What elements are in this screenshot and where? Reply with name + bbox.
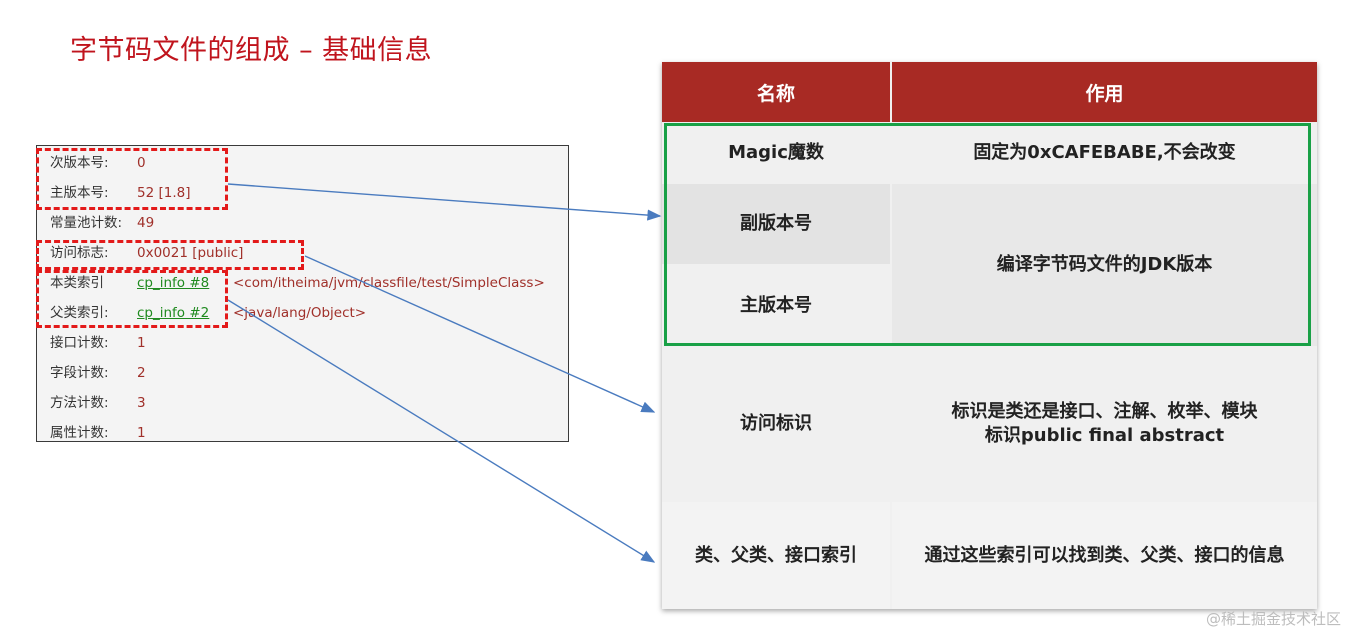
table-cell-name: 主版本号 (662, 266, 890, 346)
info-row-constant-pool-count: 常量池计数: 49 (37, 212, 570, 234)
table-cell-name: 副版本号 (662, 184, 890, 264)
table-cell-desc: 通过这些索引可以找到类、父类、接口的信息 (892, 502, 1317, 609)
info-row-interfaces-count: 接口计数: 1 (37, 332, 570, 354)
info-row-methods-count: 方法计数: 3 (37, 392, 570, 414)
info-row-this-class: 本类索引 cp_info #8 <com/itheima/jvm/classfi… (37, 272, 570, 294)
watermark: @稀土掘金技术社区 (1205, 610, 1341, 628)
table-header-name: 名称 (662, 62, 890, 122)
table-header-purpose: 作用 (892, 62, 1317, 122)
info-value: 2 (137, 365, 146, 381)
table-cell-desc: 固定为0xCAFEBABE,不会改变 (892, 124, 1317, 182)
info-label: 方法计数: (50, 395, 109, 411)
info-value: 0 (137, 155, 146, 171)
info-value: 49 (137, 215, 155, 231)
cp-info-link[interactable]: cp_info #8 (137, 275, 210, 291)
info-label: 常量池计数: (50, 215, 123, 231)
info-value: 0x0021 [public] (137, 245, 244, 261)
info-value: 1 (137, 425, 146, 441)
cp-info-link[interactable]: cp_info #2 (137, 305, 210, 321)
info-value: 1 (137, 335, 146, 351)
table-cell-desc: 标识是类还是接口、注解、枚举、模块 标识public final abstrac… (892, 348, 1317, 500)
slide-title: 字节码文件的组成 – 基础信息 (70, 35, 433, 66)
class-info-panel: 次版本号: 0 主版本号: 52 [1.8] 常量池计数: 49 访问标志: 0… (36, 145, 569, 442)
info-label: 本类索引 (50, 275, 104, 291)
table-cell-name: 访问标识 (662, 348, 890, 500)
info-label: 次版本号: (50, 155, 109, 171)
info-label: 字段计数: (50, 365, 109, 381)
desc-line: 标识是类还是接口、注解、枚举、模块 (951, 401, 1258, 422)
desc-line: 标识public final abstract (984, 425, 1225, 446)
table-cell-name: Magic魔数 (662, 124, 890, 182)
info-label: 接口计数: (50, 335, 109, 351)
info-label: 属性计数: (50, 425, 109, 441)
info-label: 父类索引: (50, 305, 109, 321)
info-label: 访问标志: (50, 245, 109, 261)
info-extra: <com/itheima/jvm/classfile/test/SimpleCl… (233, 275, 545, 291)
info-row-minor-version: 次版本号: 0 (37, 152, 570, 174)
info-row-attributes-count: 属性计数: 1 (37, 422, 570, 444)
info-row-major-version: 主版本号: 52 [1.8] (37, 182, 570, 204)
table-cell-name: 类、父类、接口索引 (662, 502, 890, 609)
info-row-super-class: 父类索引: cp_info #2 <java/lang/Object> (37, 302, 570, 324)
info-row-access-flags: 访问标志: 0x0021 [public] (37, 242, 570, 264)
info-row-fields-count: 字段计数: 2 (37, 362, 570, 384)
info-value: 3 (137, 395, 146, 411)
info-label: 主版本号: (50, 185, 109, 201)
info-extra: <java/lang/Object> (233, 305, 367, 321)
table-cell-desc: 编译字节码文件的JDK版本 (892, 184, 1317, 346)
info-table: 名称 作用 Magic魔数 固定为0xCAFEBABE,不会改变 副版本号 主版… (662, 62, 1317, 609)
info-value: 52 [1.8] (137, 185, 191, 201)
